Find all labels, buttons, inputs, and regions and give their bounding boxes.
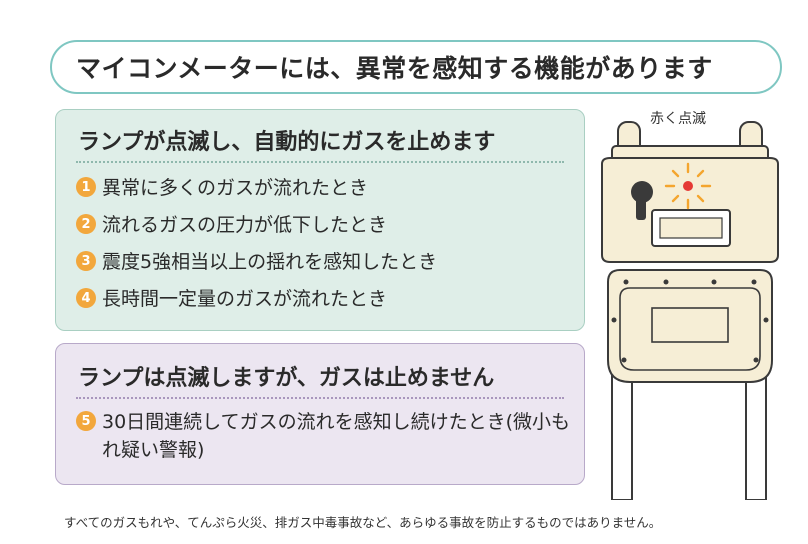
number-badge: 3 xyxy=(76,251,96,271)
meter-counter xyxy=(659,217,723,239)
disclaimer-footnote: すべてのガスもれや、てんぷら火災、排ガス中毒事故など、あらゆる事故を防止するもの… xyxy=(64,515,662,530)
warning-only-heading: ランプは点滅しますが、ガスは止めません xyxy=(78,366,495,391)
list-item: 5 30日間連続してガスの流れを感知し続けたとき(微小もれ疑い警報) xyxy=(76,408,572,464)
list-item: 4 長時間一定量のガスが流れたとき xyxy=(76,285,387,313)
list-item: 3 震度5強相当以上の揺れを感知したとき xyxy=(76,248,437,276)
screw-icon xyxy=(751,279,757,285)
screw-icon xyxy=(753,357,759,363)
list-item-text: 30日間連続してガスの流れを感知し続けたとき(微小もれ疑い警報) xyxy=(102,411,571,461)
auto-shutoff-panel: ランプが点滅し、自動的にガスを止めます 1 異常に多くのガスが流れたとき 2 流… xyxy=(55,109,585,331)
number-badge: 5 xyxy=(76,411,96,431)
alarm-lamp-icon xyxy=(683,181,693,191)
warning-only-panel: ランプは点滅しますが、ガスは止めません 5 30日間連続してガスの流れを感知し続… xyxy=(55,343,585,485)
list-item: 1 異常に多くのガスが流れたとき xyxy=(76,174,368,202)
screw-icon xyxy=(763,317,769,323)
list-item-text: 震度5強相当以上の揺れを感知したとき xyxy=(102,251,438,273)
auto-shutoff-heading: ランプが点滅し、自動的にガスを止めます xyxy=(78,130,496,155)
list-item-text: 流れるガスの圧力が低下したとき xyxy=(102,214,388,236)
restore-lever-icon xyxy=(636,192,646,220)
screw-icon xyxy=(611,317,617,323)
gas-meter-illustration xyxy=(601,121,779,500)
screw-icon xyxy=(621,357,627,363)
list-item: 2 流れるガスの圧力が低下したとき xyxy=(76,211,387,239)
page-title: マイコンメーターには、異常を感知する機能があります xyxy=(76,54,713,83)
blink-label: 赤く点滅 xyxy=(650,111,706,127)
number-badge: 4 xyxy=(76,288,96,308)
screw-icon xyxy=(663,279,669,285)
flash-rays-icon xyxy=(664,162,712,210)
screw-icon xyxy=(623,279,629,285)
number-badge: 1 xyxy=(76,177,96,197)
list-item-text: 長時間一定量のガスが流れたとき xyxy=(102,288,388,310)
dotted-divider xyxy=(76,161,564,163)
meter-lower-panel xyxy=(619,287,761,371)
dotted-divider xyxy=(76,397,564,399)
number-badge: 2 xyxy=(76,214,96,234)
title-banner: マイコンメーターには、異常を感知する機能があります xyxy=(50,40,782,94)
screw-icon xyxy=(711,279,717,285)
list-item-text: 異常に多くのガスが流れたとき xyxy=(102,177,369,199)
meter-nameplate xyxy=(651,307,729,343)
